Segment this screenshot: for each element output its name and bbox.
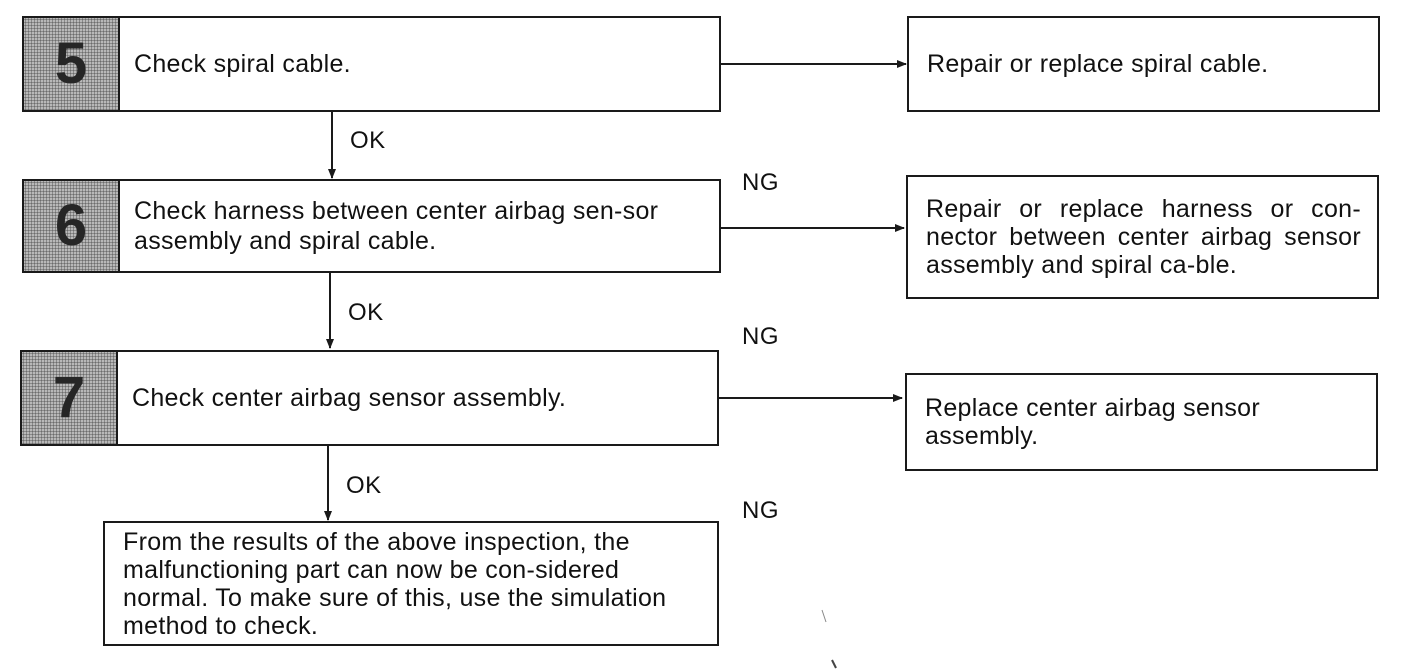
result-box-6: Repair or replace harness or con-nector … — [906, 175, 1379, 299]
step-7-box: 7 Check center airbag sensor assembly. — [20, 350, 719, 446]
step-text: Check center airbag sensor assembly. — [132, 384, 567, 412]
ok-label: OK — [348, 299, 384, 326]
step-number: 6 — [54, 193, 88, 258]
step-number-badge: 5 — [24, 18, 120, 110]
ok-label: OK — [350, 127, 386, 154]
step-number: 5 — [54, 31, 88, 96]
final-conclusion-box: From the results of the above inspection… — [103, 521, 719, 646]
ng-label: NG — [742, 497, 779, 524]
ng-label: NG — [742, 169, 779, 196]
result-text: Repair or replace harness or con-nector … — [926, 195, 1361, 279]
final-text: From the results of the above inspection… — [123, 527, 667, 640]
ok-label: OK — [346, 472, 382, 499]
step-number-badge: 7 — [22, 352, 118, 444]
ng-label: NG — [742, 323, 779, 350]
result-box-7: Replace center airbag sensor assembly. — [905, 373, 1378, 471]
step-text: Check spiral cable. — [134, 50, 351, 78]
step-text: Check harness between center airbag sen-… — [134, 197, 659, 255]
step-number-badge: 6 — [24, 181, 120, 271]
step-number: 7 — [52, 365, 86, 430]
result-text: Replace center airbag sensor assembly. — [925, 394, 1260, 450]
step-5-box: 5 Check spiral cable. — [22, 16, 721, 112]
step-6-box: 6 Check harness between center airbag se… — [22, 179, 721, 273]
result-box-5: Repair or replace spiral cable. — [907, 16, 1380, 112]
result-text: Repair or replace spiral cable. — [927, 50, 1269, 78]
